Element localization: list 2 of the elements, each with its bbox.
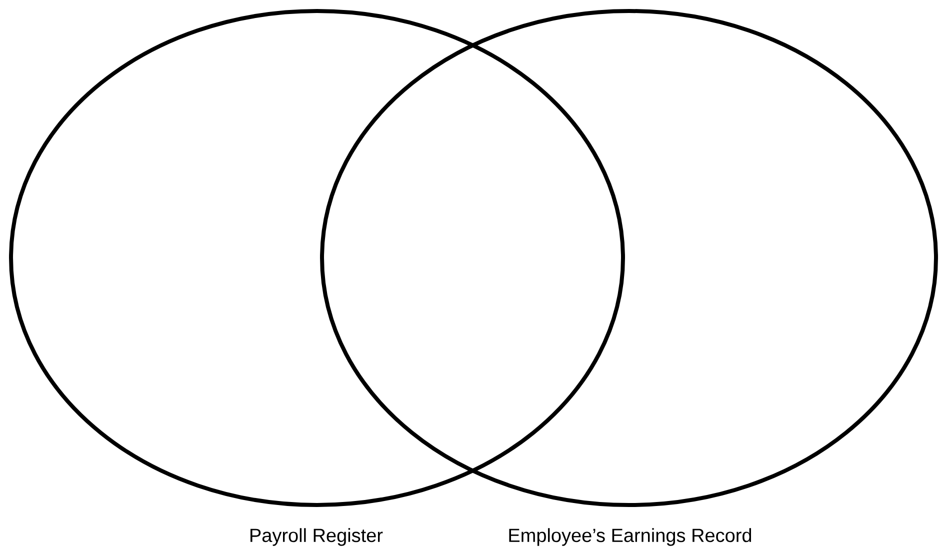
circle-label: Payroll Register bbox=[250, 528, 383, 546]
circle-label: Employee’s Earnings Record bbox=[509, 528, 752, 546]
